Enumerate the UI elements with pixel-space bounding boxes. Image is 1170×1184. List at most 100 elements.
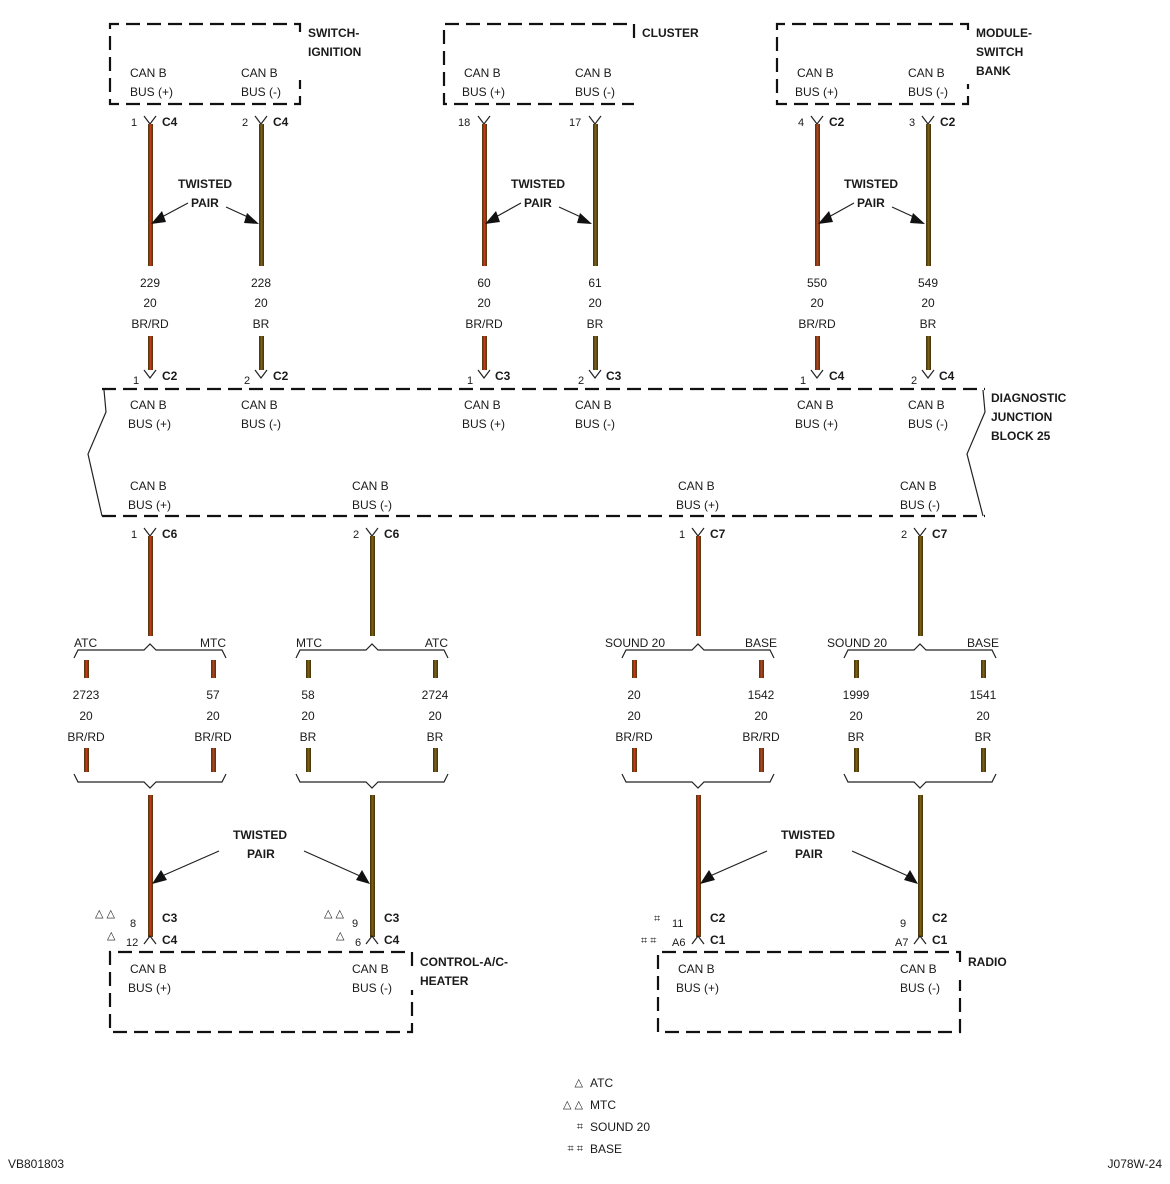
circuit-number: 550	[807, 276, 827, 290]
split-1: MTC ATC 58 20 BR 2724 20 BR	[295, 636, 449, 789]
wire-550-upper	[815, 124, 820, 266]
pin-number: 8	[130, 918, 136, 930]
wire-61-upper	[593, 124, 598, 266]
footer-left-code: VB801803	[8, 1157, 64, 1171]
lower-wires	[148, 795, 923, 937]
wire-gauge: 20	[79, 709, 93, 723]
wire-228-upper	[259, 124, 264, 266]
djb-top-label-2: BUS (-)	[241, 417, 281, 431]
pin-number: 1	[467, 375, 473, 387]
twisted-pair-label-2: PAIR	[524, 196, 552, 210]
twisted-pair-label-1: TWISTED	[178, 177, 232, 191]
atc-mark-icon: △ △	[95, 908, 116, 920]
ac-pin-a-label-1: CAN B	[130, 962, 167, 976]
djb-bottom-label-2: BUS (+)	[676, 498, 719, 512]
connector-id: C1	[932, 933, 948, 947]
djb-top-label-2: BUS (+)	[128, 417, 171, 431]
pin-number: 2	[244, 375, 250, 387]
wire-color: BR/RD	[131, 317, 169, 331]
twisted-pair-label-2: PAIR	[191, 196, 219, 210]
sound-20-mark-icon: ⌗	[654, 913, 660, 925]
wire-gauge: 20	[477, 296, 491, 310]
atc-mark-icon: △	[107, 930, 116, 942]
switch-bank-pin-b-label-1: CAN B	[908, 66, 945, 80]
wire-229-upper	[148, 124, 153, 266]
radio-box: RADIO CAN B BUS (+) CAN B BUS (-)	[656, 950, 1007, 1034]
twisted-pair-bottom-1: TWISTED PAIR	[152, 828, 370, 884]
twisted-pair-label-1: TWISTED	[844, 177, 898, 191]
switch-ignition-name-1: SWITCH-	[308, 26, 359, 40]
connector-id: C2	[829, 115, 845, 129]
pin-number: 1	[800, 375, 806, 387]
circuit-number: 229	[140, 276, 160, 290]
connector-id: C2	[162, 369, 178, 383]
switch-ignition-pin-a-label-1: CAN B	[130, 66, 167, 80]
arrow-icon	[151, 211, 166, 224]
djb-bottom-label-2: BUS (-)	[900, 498, 940, 512]
pin-number: A7	[895, 937, 908, 949]
legend-symbol-base-icon: ⌗ ⌗	[568, 1143, 583, 1155]
pin-number: 2	[911, 375, 917, 387]
pin-fork-icon	[143, 527, 157, 537]
circuit-number: 60	[477, 276, 491, 290]
wire-gauge: 20	[143, 296, 157, 310]
pin-fork-icon	[810, 115, 824, 125]
djb-top-label-1: CAN B	[797, 398, 834, 412]
djb-bottom-label-1: CAN B	[130, 479, 167, 493]
circuit-number: 2723	[73, 688, 100, 702]
pin-number: 11	[672, 918, 683, 930]
legend-symbol-atc-icon: △	[575, 1077, 584, 1089]
cluster-box: CLUSTER CAN B BUS (+) CAN B BUS (-)	[442, 22, 699, 106]
bottom-module-pins: △ △ △ 8 C3 12 C4 △ △ △ 9 C3 6 C4 ⌗ ⌗ ⌗ 1…	[95, 908, 948, 949]
circuit-number: 20	[627, 688, 641, 702]
djb-top-label-2: BUS (-)	[575, 417, 615, 431]
switch-ignition-name-2: IGNITION	[308, 45, 361, 59]
pin-fork-icon	[143, 935, 157, 945]
pin-fork-icon	[691, 527, 705, 537]
pin-number: 2	[901, 529, 907, 541]
wire-color: BR	[975, 730, 992, 744]
arrow-icon	[356, 870, 370, 884]
connector-id: C3	[384, 911, 400, 925]
atc-mark-icon: △	[336, 930, 345, 942]
wire-gauge: 20	[301, 709, 315, 723]
switch-bank-name-3: BANK	[976, 64, 1011, 78]
pin-number: 1	[133, 375, 139, 387]
twisted-pair-label-1: TWISTED	[781, 828, 835, 842]
pin-fork-icon	[477, 369, 491, 379]
pin-number: A6	[672, 937, 685, 949]
djb-top-pins: 1 C2 2 C2 1 C3 2 C3 1 C4 2 C4	[133, 369, 955, 387]
connector-id: C6	[162, 527, 178, 541]
footer-right-code: J078W-24	[1108, 1157, 1163, 1171]
circuit-number: 57	[206, 688, 220, 702]
wire-color: BR	[848, 730, 865, 744]
pin-number: 2	[242, 117, 248, 129]
arrow-icon	[904, 870, 918, 884]
djb-down-wires	[148, 536, 923, 636]
connector-id: C3	[495, 369, 511, 383]
wire-color: BR/RD	[798, 317, 836, 331]
top-module-pins: 1 C4 2 C4 18 17 4 C2 3 C2	[131, 115, 956, 129]
pin-fork-icon	[143, 115, 157, 125]
diagnostic-junction-block: DIAGNOSTIC JUNCTION BLOCK 25 CAN B BUS (…	[87, 387, 1067, 518]
djb-bottom-label-2: BUS (-)	[352, 498, 392, 512]
legend-symbol-sound-20-icon: ⌗	[577, 1121, 583, 1133]
wire-60-upper	[482, 124, 487, 266]
split-2: SOUND 20 BASE 20 20 BR/RD 1542 20 BR/RD	[605, 636, 780, 789]
djb-top-label-1: CAN B	[908, 398, 945, 412]
wire-gauge: 20	[428, 709, 442, 723]
switch-bank-pin-a-label-1: CAN B	[797, 66, 834, 80]
cluster-pin-a-label-2: BUS (+)	[462, 85, 505, 99]
radio-pin-a-label-1: CAN B	[678, 962, 715, 976]
wire-color: BR	[587, 317, 604, 331]
arrow-icon	[910, 213, 925, 224]
pin-fork-icon	[365, 527, 379, 537]
circuit-number: 1542	[748, 688, 775, 702]
wire-color: BR	[253, 317, 270, 331]
connector-id: C7	[710, 527, 726, 541]
top-wires-upper	[148, 124, 931, 266]
pin-fork-icon	[588, 369, 602, 379]
pin-fork-icon	[921, 369, 935, 379]
connector-id: C2	[932, 911, 948, 925]
switch-bank-name-2: SWITCH	[976, 45, 1023, 59]
